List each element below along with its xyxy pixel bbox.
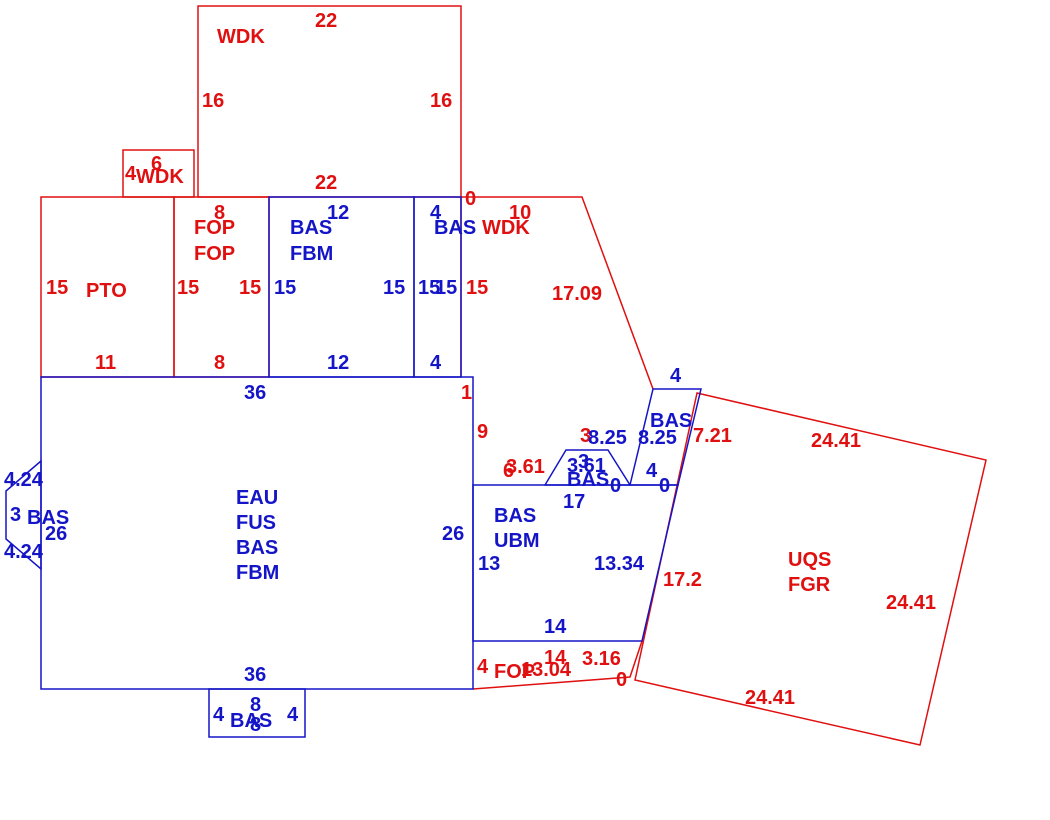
- dim-uqs-bottom: 24.41: [745, 687, 795, 709]
- dim-uqs-left: 17.2: [663, 569, 702, 591]
- dim-wdk-right-top: 10: [509, 202, 531, 224]
- dim-fop-top: 8: [214, 202, 225, 224]
- dim-fop-bottom-0: 0: [616, 669, 627, 691]
- dim-narrow-bottom: 4: [430, 352, 442, 374]
- main-fbm-label: FBM: [236, 562, 279, 584]
- dim-blue-0-b: 0: [659, 475, 670, 497]
- dim-blue-361: 3.61: [567, 455, 606, 477]
- dim-fop-right: 15: [239, 277, 261, 299]
- wdk-small-label: WDK: [136, 166, 184, 188]
- dim-wdk-right-left: 15: [466, 277, 488, 299]
- left-bas-label: BAS: [27, 507, 69, 529]
- dim-blue-0-a: 0: [610, 475, 621, 497]
- dim-pto-bottom: 11: [95, 352, 116, 374]
- bas-tilted-label: BAS: [650, 410, 692, 432]
- bas-fbm-label-fbm: FBM: [290, 243, 333, 265]
- dim-fbm-right: 15: [383, 277, 405, 299]
- dim-bottom-bas-right: 4: [287, 704, 299, 726]
- main-bas-label: BAS: [236, 537, 278, 559]
- bottom-bas-label: BAS: [230, 710, 272, 732]
- dim-left-bas-c: 26: [45, 523, 67, 545]
- dim-fop-bottom-1304: 13.04: [521, 659, 572, 681]
- dim-fop-bottom-4: 4: [477, 656, 489, 678]
- dim-wdk-right-nine: 9: [477, 421, 488, 443]
- dim-wdk-small-a: 4: [125, 163, 137, 185]
- dim-main-right: 26: [442, 523, 464, 545]
- dim-fbm-top: 12: [327, 202, 349, 224]
- bas-trapezoid-label: BAS: [567, 469, 609, 491]
- dim-pto-left: 15: [46, 277, 68, 299]
- dim-wdk-top-bottom: 22: [315, 172, 337, 194]
- dim-fop-bottom: 8: [214, 352, 225, 374]
- dim-fbm-left: 15: [274, 277, 296, 299]
- wdk-right-label: WDK: [482, 217, 530, 239]
- dim-wdk-right-one: 1: [461, 382, 472, 404]
- dim-wdk-right-diagonal: 17.09: [552, 283, 602, 305]
- dim-blue-3: 3: [578, 451, 589, 473]
- main-fus-label: FUS: [236, 512, 276, 534]
- ubm-bas-label: BAS: [494, 505, 536, 527]
- dim-uqs-right: 24.41: [886, 592, 936, 614]
- bas-trapezoid-outline: [543, 449, 632, 486]
- dim-blue-825b: 8.25: [638, 427, 677, 449]
- ubm-ubm-label: UBM: [494, 530, 540, 552]
- dim-red-361: 3.61: [506, 456, 545, 478]
- bas-tilted-area-outline: [629, 388, 702, 486]
- wdk-top-label: WDK: [217, 26, 265, 48]
- dim-ubm-top: 17: [563, 491, 585, 513]
- dim-uqs-top: 24.41: [811, 430, 861, 452]
- dim-fop-bottom-14: 14: [544, 647, 567, 669]
- dim-narrow-right: 15: [435, 277, 457, 299]
- dim-ubm-right: 13.34: [594, 553, 645, 575]
- dim-fop-bottom-316: 3.16: [582, 648, 621, 670]
- fgr-label: FGR: [788, 574, 831, 596]
- dim-left-bas-d: 4.24: [4, 541, 44, 563]
- wdk-right-deck-outline: [461, 196, 654, 390]
- left-bas-bay-outline: [5, 459, 42, 571]
- dim-wdk-top-left: 16: [202, 90, 224, 112]
- bottom-bas-bump-outline: [208, 688, 306, 738]
- dim-blue-4-mid: 4: [646, 460, 658, 482]
- uqs-label: UQS: [788, 549, 831, 571]
- dim-left-bas-a: 4.24: [4, 469, 44, 491]
- dim-wdk-right-zero: 0: [465, 188, 476, 210]
- dim-bottom-bas-left: 4: [213, 704, 225, 726]
- dim-red-6: 6: [503, 460, 514, 482]
- pto-label: PTO: [86, 280, 127, 302]
- dim-ubm-left: 13: [478, 553, 500, 575]
- bas-fbm-label-bas: BAS: [290, 217, 332, 239]
- dim-narrow-top: 4: [430, 202, 442, 224]
- dim-bottom-bas-top: 8: [250, 694, 261, 716]
- dim-wdk-top-right: 16: [430, 90, 452, 112]
- dim-blue-825a: 8.25: [588, 427, 627, 449]
- dim-uqs-left-top: 7.21: [693, 425, 732, 447]
- dim-wdk-top-top: 22: [315, 10, 337, 32]
- dim-main-top: 36: [244, 382, 266, 404]
- fop-bottom-outline: [472, 640, 643, 690]
- dim-fbm-bottom: 12: [327, 352, 349, 374]
- dim-bottom-bas-bottom: 8: [250, 714, 261, 736]
- dim-left-bas-b: 3: [10, 504, 21, 526]
- fop-label-a: FOP: [194, 217, 235, 239]
- dim-pto-right: 15: [177, 277, 199, 299]
- dim-main-bottom: 36: [244, 664, 266, 686]
- dim-wdk-small-b: 6: [151, 153, 162, 175]
- dim-blue-4-top: 4: [670, 365, 682, 387]
- dim-red-3: 3: [580, 425, 591, 447]
- main-eau-label: EAU: [236, 487, 278, 509]
- dim-narrow-left: 15: [418, 277, 440, 299]
- fop-label-b: FOP: [194, 243, 235, 265]
- fop-bottom-label: FOP: [494, 661, 535, 683]
- dim-ubm-bottom: 14: [544, 616, 567, 638]
- bas-narrow-label: BAS: [434, 217, 476, 239]
